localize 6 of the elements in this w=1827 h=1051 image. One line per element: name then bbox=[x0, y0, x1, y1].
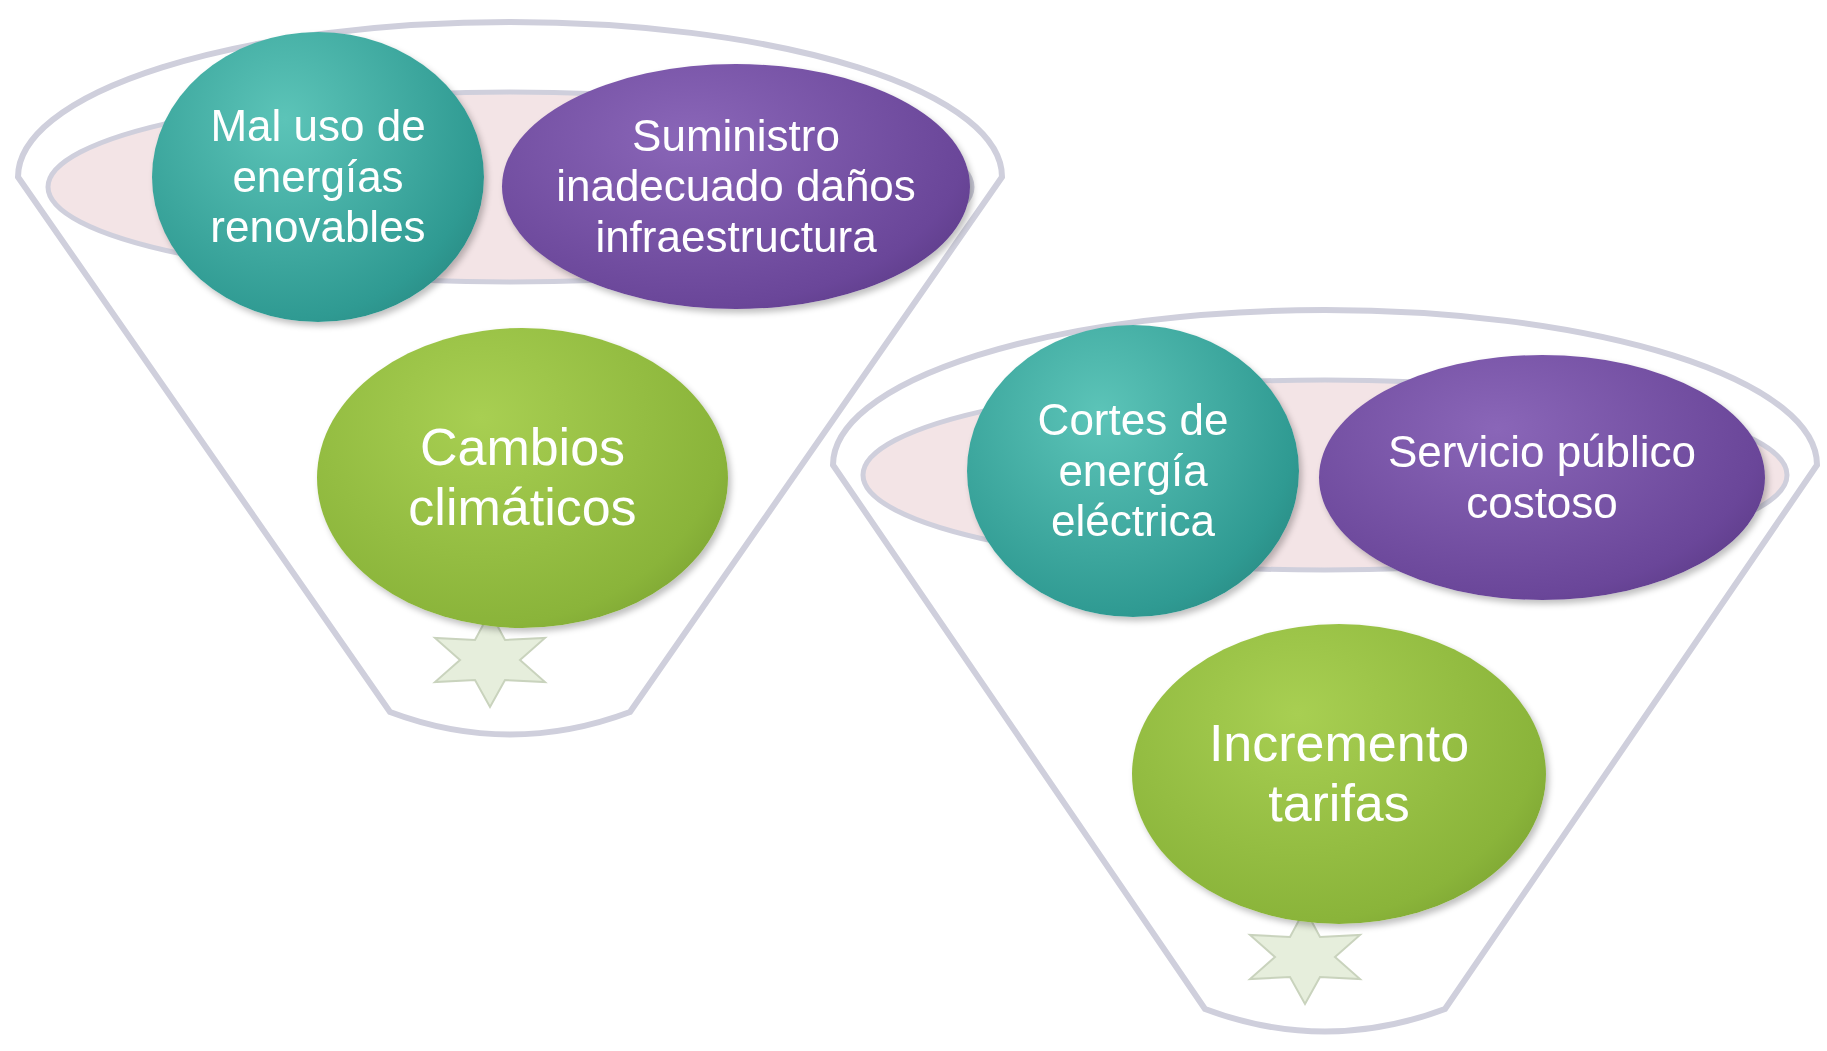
node-label: Cambios climáticos bbox=[407, 418, 638, 538]
node-label: Cortes de energía eléctrica bbox=[1036, 395, 1230, 547]
node-label: Servicio público costoso bbox=[1386, 426, 1698, 529]
node-label: Suministro inadecuado daños infraestructura bbox=[555, 110, 917, 263]
node-label: Incremento tarifas bbox=[1207, 714, 1471, 834]
node-label: Mal uso de energías renovables bbox=[209, 101, 427, 253]
